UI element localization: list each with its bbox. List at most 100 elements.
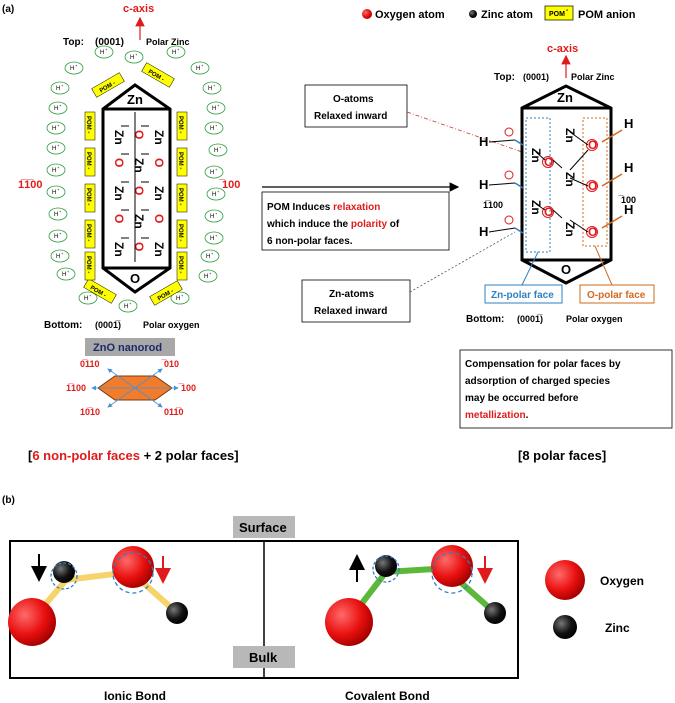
right-rod-o-label: O [561, 262, 571, 277]
h-ion-sup: + [211, 251, 214, 256]
h-ion: H+ [166, 45, 186, 59]
h-ion-circle [170, 291, 190, 305]
h-bond [488, 139, 516, 143]
left-top-index: (0001) [95, 37, 124, 48]
oxygen-label: O [544, 155, 553, 169]
h-ion: H+ [48, 207, 68, 221]
oxygen-label: O [588, 225, 597, 239]
oxygen-label: O [544, 205, 553, 219]
pom-anion: POM - [84, 111, 96, 141]
h-ion: H+ [64, 61, 84, 75]
h-ion: H+ [202, 81, 222, 95]
pom-line3: 6 non-polar faces. [267, 236, 353, 247]
h-ion-label: H [130, 55, 134, 61]
h-ion-label: H [100, 50, 104, 56]
zinc-label: Zn [529, 200, 543, 215]
lattice-bond [535, 203, 546, 211]
right-face-left-label: 1̅100 [483, 200, 503, 210]
hex-arrow [107, 368, 136, 389]
zinc-atom [53, 561, 75, 583]
surface-bond [514, 139, 524, 146]
oxygen-atom [431, 545, 473, 587]
h-ion-sup: + [209, 271, 212, 276]
middle-section: O-atoms Relaxed inward POM Induces relax… [261, 84, 546, 323]
zinc-label: Zn [112, 186, 126, 201]
left-c-axis-label: c-axis [123, 3, 154, 15]
pom-anion-rect [83, 278, 117, 304]
oxygen-label: O [588, 179, 597, 193]
zinc-label: Zn [152, 130, 166, 145]
oxygen-atom [112, 546, 154, 588]
zinc-label: Zn [563, 128, 577, 143]
zn-atoms-box [301, 279, 411, 323]
zinc-label: Zn [112, 242, 126, 257]
h-ion-sup: + [177, 47, 180, 52]
h-ion-circle [206, 187, 226, 201]
compensation-line1: Compensation for polar faces by [465, 359, 621, 370]
h-ion-circle [50, 249, 70, 263]
hydrogen-label: H [479, 134, 488, 149]
right-nanorod: c-axis Top: (0001) Polar Zinc Zn O ZnZnZ… [459, 43, 673, 463]
h-ion-sup: + [57, 187, 60, 192]
pom-anion-rect [176, 219, 188, 249]
h-ion-label: H [204, 274, 208, 280]
h-ion-label: H [196, 66, 200, 72]
pom-anion: POM - [84, 183, 96, 213]
zinc-label: Zn [112, 130, 126, 145]
h-ion-circle [50, 81, 70, 95]
pom-anion-label: POM - [177, 224, 183, 241]
h-ion-label: H [210, 214, 214, 220]
h-ion-sup: + [215, 233, 218, 238]
zinc-label: Zn [152, 242, 166, 257]
legend-zinc-text: Zinc [605, 621, 630, 635]
h-ion-label: H [56, 254, 60, 260]
h-ion-sup: + [105, 47, 108, 52]
relaxation-circle [112, 552, 154, 594]
right-bottom-index: (0001̅) [517, 314, 543, 324]
pom-badge-icon [544, 5, 574, 21]
hex-face-label: 1̅100 [66, 383, 86, 393]
h-ion-sup: + [215, 167, 218, 172]
h-ion: H+ [204, 231, 224, 245]
pom-anion-rect [176, 251, 188, 281]
relaxation-circle [431, 552, 473, 594]
h-ion-label: H [52, 146, 56, 152]
h-ion: H+ [46, 163, 66, 177]
o-polar-face-pointer [594, 245, 613, 286]
right-top-label: Polar Zinc [571, 72, 615, 82]
right-c-axis-label: c-axis [547, 43, 578, 55]
lattice-bond [535, 151, 546, 161]
h-ion: H+ [206, 101, 226, 115]
h-ion-label: H [54, 234, 58, 240]
right-top-index: (0001) [523, 72, 549, 82]
panel-b-label: (b) [2, 495, 15, 506]
h-ion-circle [204, 231, 224, 245]
o-atoms-line1: O-atoms [333, 94, 374, 105]
h-ion: H+ [48, 101, 68, 115]
h-ion: H+ [206, 187, 226, 201]
h-ion: H+ [204, 121, 224, 135]
pom-anion: POM - [141, 62, 175, 88]
pom-anion-rect [84, 251, 96, 281]
oxygen-ring [542, 156, 554, 168]
zn-atoms-line1: Zn-atoms [329, 289, 374, 300]
h-ion-circle [56, 267, 76, 281]
h-ion-sup: + [57, 123, 60, 128]
h-ion-sup: + [135, 52, 138, 57]
h-ion-circle [200, 249, 220, 263]
pom-anion-rect [91, 72, 125, 98]
h-ion-label: H [54, 106, 58, 112]
pom-anion-rect [176, 111, 188, 141]
oxygen-label: O [112, 158, 126, 167]
oxygen-ring [586, 226, 598, 238]
h-ion-sup: + [59, 231, 62, 236]
h-ion: H+ [50, 249, 70, 263]
oxygen-ring [504, 170, 514, 180]
oxygen-label: O [132, 242, 146, 251]
pom-anion-rect [141, 62, 175, 88]
oxygen-ring [586, 139, 598, 151]
lattice-bond [569, 177, 589, 187]
pom-line1: POM Induces relaxation [267, 202, 380, 213]
o-atoms-line2: Relaxed inward [314, 111, 387, 122]
